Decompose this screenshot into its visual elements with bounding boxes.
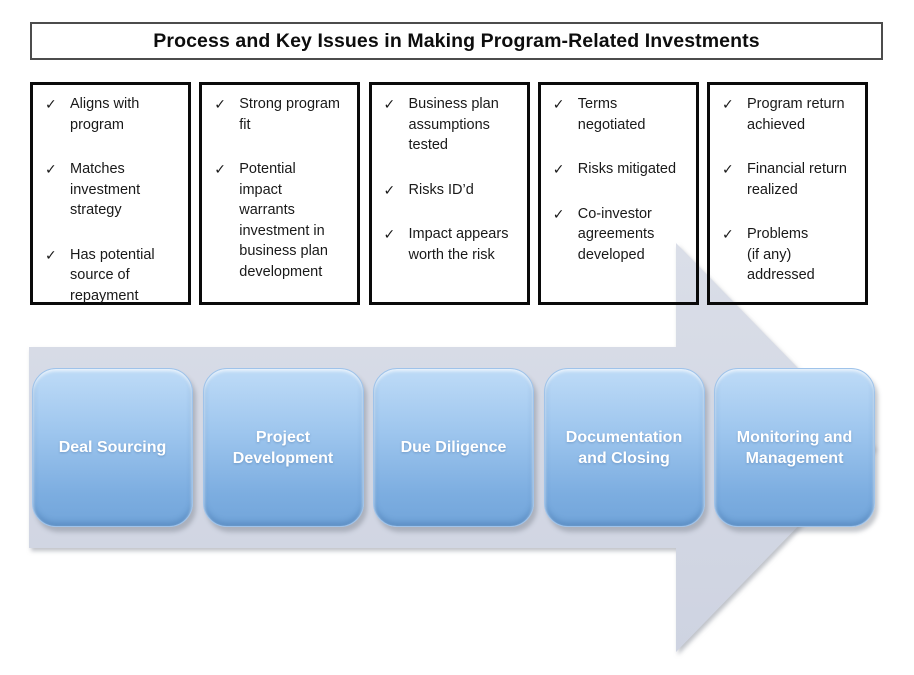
stage-documentation-and-closing: Documentation and Closing xyxy=(543,368,705,527)
checklist-item: ✓ Business plan assumptions tested xyxy=(384,94,524,156)
checkmark-icon: ✓ xyxy=(552,161,565,177)
checklist-item: ✓ Impact appears worth the risk xyxy=(384,224,524,265)
checklist-item: ✓ Matches investment strategy xyxy=(45,159,185,221)
stage-label: Monitoring and Management xyxy=(736,428,853,467)
checklist-item-text: Matches investment strategy xyxy=(70,161,141,218)
checklist-documentation-and-closing: ✓ Terms negotiated ✓ Risks mitigated ✓ C… xyxy=(537,82,699,305)
checklist-row: ✓ Aligns with program ✓ Matches investme… xyxy=(30,82,868,305)
checkmark-icon: ✓ xyxy=(722,226,734,242)
checkmark-icon: ✓ xyxy=(552,205,565,222)
checkmark-icon: ✓ xyxy=(552,96,565,112)
checklist-item-text: Business plan assumptions tested xyxy=(408,96,499,153)
checklist-due-diligence: ✓ Business plan assumptions tested ✓ Ris… xyxy=(368,82,530,305)
checklist-item-text: Strong program fit xyxy=(239,96,340,133)
checkmark-icon: ✓ xyxy=(45,161,57,177)
checklist-item-text: Financial return realized xyxy=(747,161,847,198)
checklist-item: ✓ Strong program fit xyxy=(214,94,354,135)
checklist-deal-sourcing: ✓ Aligns with program ✓ Matches investme… xyxy=(30,82,191,305)
checklist-project-development: ✓ Strong program fit ✓ Potential impact … xyxy=(199,82,361,305)
checklist-item: ✓ Has potential source of repayment xyxy=(45,245,185,307)
checklist-item-text: Co-investor agreements developed xyxy=(577,205,655,263)
checklist-item-text: Terms negotiated xyxy=(577,96,646,133)
title-box: Process and Key Issues in Making Program… xyxy=(30,22,883,60)
checkmark-icon: ✓ xyxy=(383,226,396,242)
checklist-item: ✓ Problems (if any) addressed xyxy=(722,224,862,286)
stage-deal-sourcing: Deal Sourcing xyxy=(32,368,193,527)
checklist-item-text: Program return achieved xyxy=(747,96,845,133)
stage-monitoring-and-management: Monitoring and Management xyxy=(714,368,875,527)
checkmark-icon: ✓ xyxy=(45,246,57,263)
stage-label: Project Development xyxy=(232,428,334,467)
checkmark-icon: ✓ xyxy=(722,161,734,177)
checklist-item-text: Problems (if any) addressed xyxy=(747,226,815,283)
checklist-item-text: Has potential source of repayment xyxy=(70,246,155,304)
stage-row: Deal Sourcing Project Development Due Di… xyxy=(32,368,875,527)
checkmark-icon: ✓ xyxy=(214,96,226,112)
checklist-item-text: Risks mitigated xyxy=(577,161,677,177)
checklist-item: ✓ Aligns with program xyxy=(45,94,185,135)
page-title: Process and Key Issues in Making Program… xyxy=(153,29,760,52)
checkmark-icon: ✓ xyxy=(214,161,226,177)
checkmark-icon: ✓ xyxy=(45,96,57,112)
stage-label: Documentation and Closing xyxy=(565,428,683,467)
checklist-item-text: Potential impact warrants investment in … xyxy=(239,161,328,280)
checklist-item: ✓ Program return achieved xyxy=(722,94,862,135)
stage-due-diligence: Due Diligence xyxy=(373,368,534,527)
checkmark-icon: ✓ xyxy=(383,96,396,112)
checklist-item: ✓ Terms negotiated xyxy=(553,94,693,135)
checklist-item: ✓ Financial return realized xyxy=(722,159,862,200)
checklist-item: ✓ Potential impact warrants investment i… xyxy=(214,159,354,282)
checklist-item-text: Impact appears worth the risk xyxy=(408,226,509,263)
stage-label: Deal Sourcing xyxy=(58,439,167,456)
stage-project-development: Project Development xyxy=(202,368,364,527)
checklist-item: ✓ Risks ID’d xyxy=(384,180,524,201)
checklist-item: ✓ Risks mitigated xyxy=(553,159,693,180)
checklist-monitoring-and-management: ✓ Program return achieved ✓ Financial re… xyxy=(707,82,868,305)
stage-label: Due Diligence xyxy=(400,439,507,456)
checklist-item-text: Risks ID’d xyxy=(408,181,474,198)
checklist-item: ✓ Co-investor agreements developed xyxy=(553,204,693,266)
checkmark-icon: ✓ xyxy=(722,96,734,112)
checkmark-icon: ✓ xyxy=(383,181,396,198)
checklist-item-text: Aligns with program xyxy=(70,96,140,133)
